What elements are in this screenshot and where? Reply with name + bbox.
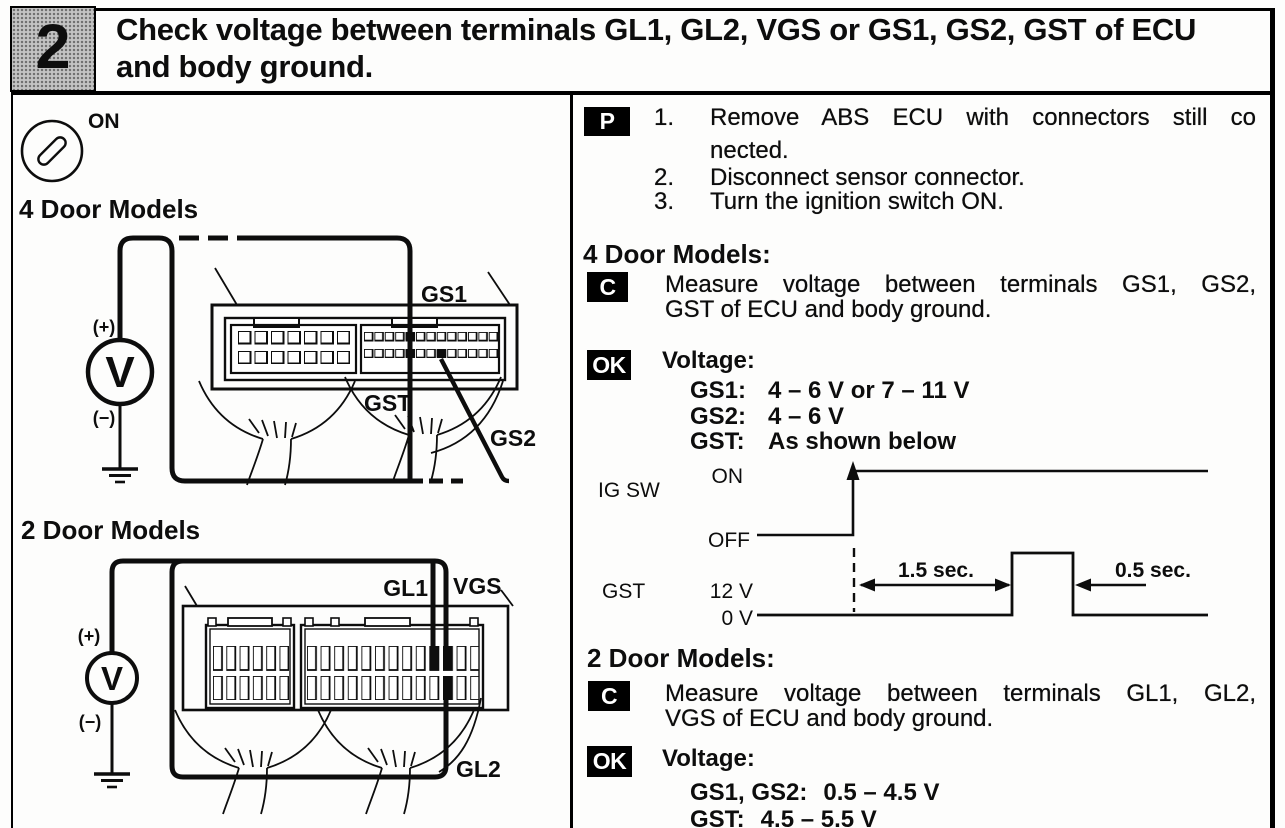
step-1-number: 1. bbox=[654, 104, 675, 131]
step-1-text-line1: Remove ABS ECU with connectors still co bbox=[710, 104, 1256, 131]
step-3-number: 3. bbox=[654, 188, 675, 215]
step-3-text: Turn the ignition switch ON. bbox=[710, 188, 1004, 215]
connector-tab bbox=[253, 317, 300, 328]
terminal-label-vgs: VGS bbox=[453, 573, 502, 599]
voltmeter-symbol: V bbox=[105, 348, 135, 397]
voltage-label: Voltage: bbox=[662, 745, 755, 772]
arrow-left-icon bbox=[859, 578, 875, 592]
arrow-right-icon bbox=[995, 578, 1011, 592]
check-text-line1: Measure voltage between terminals GL1, G… bbox=[665, 680, 1256, 707]
connector-pins bbox=[364, 332, 500, 358]
ok-badge: OK bbox=[587, 350, 631, 380]
arrow-left-icon bbox=[1075, 578, 1091, 592]
probe-wires bbox=[117, 235, 510, 484]
voltage-term: GS1: bbox=[690, 377, 747, 404]
ignition-on-label: ON bbox=[88, 110, 120, 133]
connector-tab bbox=[364, 617, 411, 627]
voltage-row-gs1-gs2: GS1, GS2: 0.5 – 4.5 V bbox=[690, 779, 939, 807]
terminal-pin-gs2 bbox=[436, 349, 446, 358]
page-border-right bbox=[1270, 8, 1275, 828]
four-door-circuit-diagram: V (+) (−) GS1 GST GS2 bbox=[85, 235, 536, 486]
terminal-pin-gl2 bbox=[443, 676, 452, 700]
connector-tab bbox=[391, 317, 438, 328]
ecu-housing bbox=[210, 267, 519, 391]
gst-pulse-trace bbox=[757, 551, 1208, 617]
probe-plus-label: (+) bbox=[93, 317, 116, 337]
page-border-top bbox=[11, 8, 1273, 11]
header-rule bbox=[11, 91, 1275, 95]
probe-minus-label: (−) bbox=[93, 408, 116, 428]
page-border-left bbox=[11, 8, 13, 828]
waveform-12v-label: 12 V bbox=[710, 580, 753, 603]
connector-pins bbox=[238, 331, 350, 364]
voltage-value: As shown below bbox=[768, 428, 957, 455]
voltmeter-icon: V (+) (−) bbox=[78, 626, 139, 789]
step-number-box: 2 bbox=[10, 6, 96, 92]
terminal-label-gl1: GL1 bbox=[383, 575, 428, 601]
terminal-label-gs1: GS1 bbox=[421, 281, 467, 307]
probe-minus-label: (−) bbox=[79, 712, 102, 732]
voltage-row-gs1: GS1: 4 – 6 V or 7 – 11 V bbox=[690, 377, 969, 405]
connector-pins bbox=[307, 646, 479, 700]
voltage-row-gs2: GS2: 4 – 6 V bbox=[690, 403, 844, 431]
probe-plus-label: (+) bbox=[78, 626, 101, 646]
step-2-text: Disconnect sensor connector. bbox=[710, 164, 1025, 191]
two-door-heading-left: 2 Door Models bbox=[21, 515, 201, 545]
voltage-value: 4 – 6 V bbox=[768, 403, 845, 430]
voltage-value: 0.5 – 4.5 V bbox=[823, 779, 940, 806]
two-door-circuit-diagram: V (+) (−) GL1 VGS GL2 bbox=[78, 558, 514, 815]
connector-block-left bbox=[229, 323, 358, 375]
check-badge: C bbox=[587, 272, 628, 302]
waveform-1p5sec-label: 1.5 sec. bbox=[898, 559, 974, 582]
two-door-heading-right: 2 Door Models: bbox=[587, 643, 775, 673]
gst-timing-waveform: ON IG SW OFF GST 12 V 0 V 1.5 sec. 0.5 s… bbox=[598, 461, 1208, 630]
connector-pins bbox=[213, 646, 289, 700]
waveform-on-label: ON bbox=[712, 465, 744, 488]
key-slot-icon bbox=[37, 136, 67, 166]
check-text-line2: GST of ECU and body ground. bbox=[665, 296, 992, 323]
voltage-term: GST: bbox=[690, 428, 745, 455]
check-text-line1: Measure voltage between terminals GS1, G… bbox=[665, 271, 1256, 298]
check-text-line2: VGS of ECU and body ground. bbox=[665, 705, 994, 732]
voltmeter-icon: V (+) (−) bbox=[85, 317, 155, 484]
voltage-value: 4.5 – 5.5 V bbox=[760, 806, 877, 828]
step-2-number: 2. bbox=[654, 164, 675, 191]
four-door-heading-left: 4 Door Models bbox=[19, 194, 199, 224]
waveform-gst-label: GST bbox=[602, 580, 645, 603]
waveform-off-label: OFF bbox=[708, 529, 750, 552]
terminal-pin-vgs bbox=[443, 646, 452, 670]
procedure-title-line2: and body ground. bbox=[116, 49, 373, 84]
check-badge: C bbox=[588, 681, 630, 711]
terminal-pin-gl1 bbox=[429, 646, 439, 670]
step-number: 2 bbox=[35, 11, 71, 82]
voltage-term: GS1, GS2: bbox=[690, 779, 808, 806]
voltmeter-symbol: V bbox=[101, 660, 123, 697]
ok-badge: OK bbox=[587, 746, 632, 777]
terminal-label-gl2: GL2 bbox=[456, 756, 501, 782]
terminal-label-gs2: GS2 bbox=[490, 425, 536, 451]
waveform-traces bbox=[757, 461, 1208, 617]
procedure-title: Check voltage between terminals GL1, GL2… bbox=[116, 11, 1268, 85]
prepare-badge: P bbox=[584, 107, 630, 136]
connector-tab bbox=[227, 617, 273, 627]
procedure-title-line1: Check voltage between terminals GL1, GL2… bbox=[116, 12, 1197, 47]
waveform-0v-label: 0 V bbox=[721, 607, 753, 630]
voltage-value: 4 – 6 V or 7 – 11 V bbox=[768, 377, 970, 404]
column-divider bbox=[570, 95, 573, 828]
waveform-igsw-label: IG SW bbox=[598, 479, 660, 502]
voltage-row-gst: GST: As shown below bbox=[690, 428, 956, 456]
voltage-row-gst: GST: 4.5 – 5.5 V bbox=[690, 806, 877, 828]
voltage-term: GS2: bbox=[690, 403, 747, 430]
waveform-0p5sec-label: 0.5 sec. bbox=[1115, 559, 1191, 582]
four-door-heading-right: 4 Door Models: bbox=[583, 239, 771, 269]
terminal-label-gst: GST bbox=[364, 390, 411, 416]
step-1-text-line2: nected. bbox=[710, 137, 789, 164]
ecu-housing bbox=[181, 585, 514, 712]
voltage-label: Voltage: bbox=[662, 347, 755, 374]
probe-wires bbox=[109, 558, 449, 780]
ignition-switch-icon: ON bbox=[20, 110, 120, 183]
voltage-term: GST: bbox=[690, 806, 745, 828]
